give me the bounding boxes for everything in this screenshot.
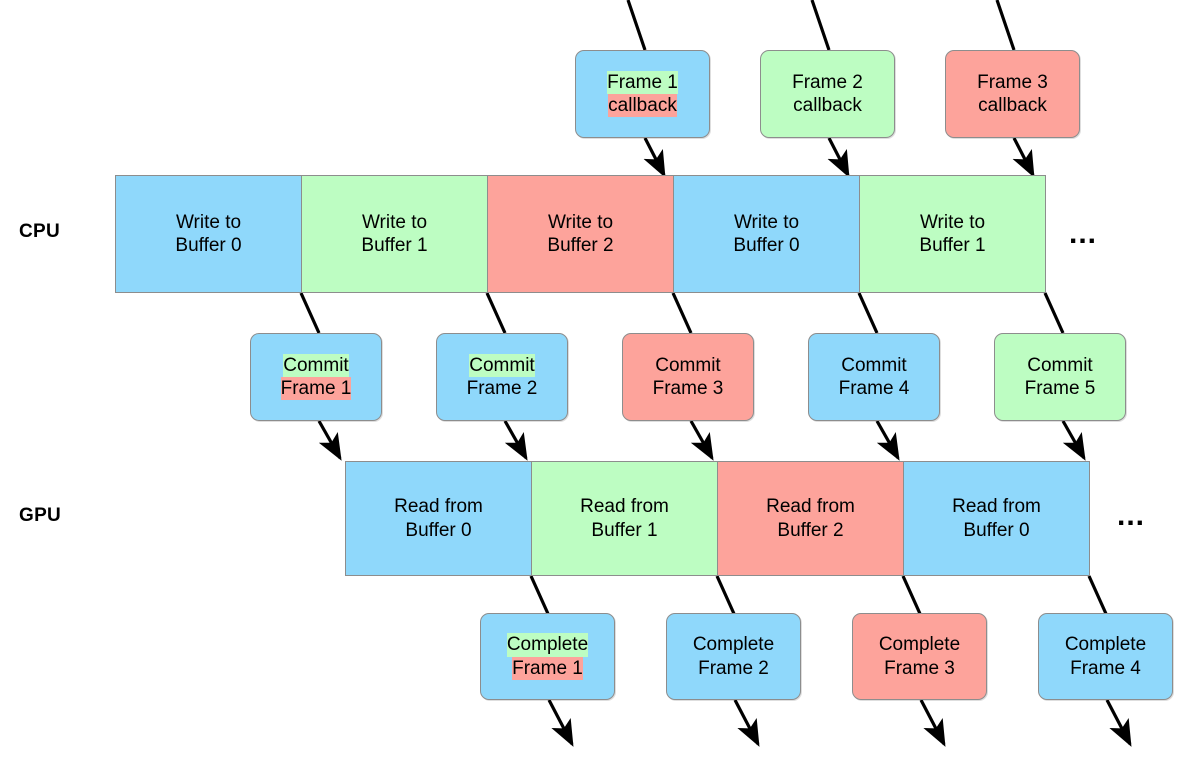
- gpu-cell-2[interactable]: Read from Buffer 2: [718, 462, 904, 575]
- cpu-cell-1-line2: Buffer 1: [361, 235, 428, 256]
- commit-box-2[interactable]: Commit Frame 2: [436, 333, 568, 421]
- frame-callback-box-3[interactable]: Frame 3 callback: [945, 50, 1080, 138]
- commit-box-4-line1: Commit: [841, 354, 907, 376]
- cpu-cell-0-line2: Buffer 0: [175, 235, 242, 256]
- frame-callback-box-3-line1: Frame 3: [977, 71, 1048, 93]
- frame-callback-box-3-line2: callback: [978, 95, 1047, 116]
- cpu-cell-1-line1: Write to: [361, 211, 428, 233]
- cpu-cell-3[interactable]: Write to Buffer 0: [674, 176, 860, 292]
- cpu-cell-1[interactable]: Write to Buffer 1: [302, 176, 488, 292]
- gpu-cell-1[interactable]: Read from Buffer 1: [532, 462, 718, 575]
- gpu-cell-3-line1: Read from: [952, 496, 1041, 518]
- gpu-cell-3-line2: Buffer 0: [963, 519, 1030, 541]
- complete-box-2-line1: Complete: [692, 634, 775, 656]
- complete-box-4-line1: Complete: [1064, 634, 1147, 656]
- frame-callback-box-2[interactable]: Frame 2 callback: [760, 50, 895, 138]
- cpu-continuation-ellipsis: ...: [1069, 217, 1098, 250]
- frame-callback-box-1-line2: callback: [608, 94, 677, 118]
- cpu-cell-3-line1: Write to: [733, 211, 800, 233]
- commit-box-2-line1: Commit: [469, 353, 535, 377]
- complete-box-3[interactable]: Complete Frame 3: [852, 613, 987, 700]
- cpu-cell-2[interactable]: Write to Buffer 2: [488, 176, 674, 292]
- gpu-cell-1-line1: Read from: [580, 496, 669, 518]
- gpu-cell-2-line1: Read from: [766, 496, 855, 518]
- cpu-cell-3-line2: Buffer 0: [733, 235, 800, 256]
- gpu-cell-2-line2: Buffer 2: [777, 519, 844, 541]
- gpu-cell-3[interactable]: Read from Buffer 0: [904, 462, 1089, 575]
- frame-callback-box-2-line2: callback: [793, 95, 862, 116]
- commit-box-4-line2: Frame 4: [838, 378, 910, 399]
- gpu-cell-0-line2: Buffer 0: [405, 519, 472, 541]
- frame-callback-box-1[interactable]: Frame 1 callback: [575, 50, 710, 138]
- cpu-cell-0-line1: Write to: [175, 211, 242, 233]
- complete-box-1[interactable]: Complete Frame 1: [480, 613, 615, 700]
- cpu-cell-0[interactable]: Write to Buffer 0: [116, 176, 302, 292]
- commit-box-4[interactable]: Commit Frame 4: [808, 333, 940, 421]
- cpu-cell-2-line2: Buffer 2: [547, 235, 614, 256]
- frame-callback-box-2-line1: Frame 2: [792, 71, 863, 93]
- complete-box-1-line2: Frame 1: [512, 656, 583, 680]
- cpu-timeline-strip: Write to Buffer 0 Write to Buffer 1 Writ…: [115, 175, 1046, 293]
- frame-callback-box-1-line1: Frame 1: [607, 70, 678, 94]
- commit-box-5[interactable]: Commit Frame 5: [994, 333, 1126, 421]
- complete-box-2[interactable]: Complete Frame 2: [666, 613, 801, 700]
- commit-box-2-line2: Frame 2: [466, 378, 538, 399]
- gpu-cell-0[interactable]: Read from Buffer 0: [346, 462, 532, 575]
- complete-box-1-line1: Complete: [506, 633, 589, 657]
- complete-box-3-line1: Complete: [878, 634, 961, 656]
- complete-box-4-line2: Frame 4: [1070, 657, 1141, 679]
- complete-box-2-line2: Frame 2: [698, 657, 769, 679]
- cpu-cell-4-line1: Write to: [919, 211, 986, 233]
- commit-box-1-line1: Commit: [283, 353, 349, 377]
- cpu-cell-4[interactable]: Write to Buffer 1: [860, 176, 1045, 292]
- gpu-cell-0-line1: Read from: [394, 496, 483, 518]
- complete-box-3-line2: Frame 3: [884, 657, 955, 679]
- cpu-lane-label: CPU: [19, 221, 61, 242]
- complete-box-4[interactable]: Complete Frame 4: [1038, 613, 1173, 700]
- gpu-timeline-strip: Read from Buffer 0 Read from Buffer 1 Re…: [345, 461, 1090, 576]
- cpu-cell-4-line2: Buffer 1: [919, 235, 986, 256]
- commit-box-3[interactable]: Commit Frame 3: [622, 333, 754, 421]
- commit-box-3-line1: Commit: [655, 354, 721, 376]
- gpu-lane-label: GPU: [19, 505, 62, 526]
- commit-box-5-line2: Frame 5: [1024, 378, 1096, 399]
- commit-box-5-line1: Commit: [1027, 354, 1093, 376]
- cpu-cell-2-line1: Write to: [547, 211, 614, 233]
- gpu-cell-1-line2: Buffer 1: [591, 519, 658, 541]
- commit-box-3-line2: Frame 3: [652, 378, 724, 399]
- gpu-continuation-ellipsis: ...: [1117, 499, 1146, 532]
- commit-box-1[interactable]: Commit Frame 1: [250, 333, 382, 421]
- commit-box-1-line2: Frame 1: [280, 377, 352, 401]
